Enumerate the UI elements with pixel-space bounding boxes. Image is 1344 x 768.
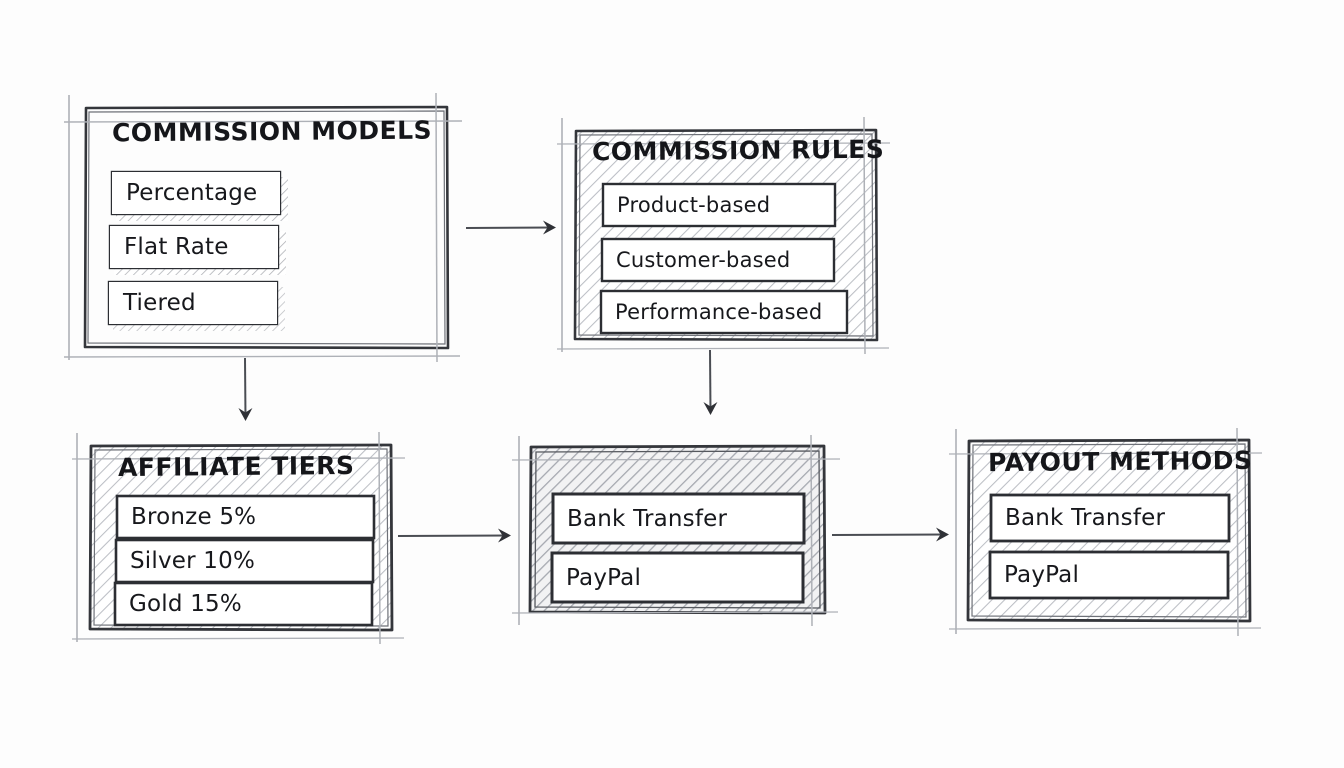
list-item-label: Product-based [617, 193, 771, 217]
list-item-label: Silver 10% [130, 548, 256, 574]
list-item-label: Tiered [123, 290, 196, 316]
list-item-label: PayPal [1004, 562, 1080, 588]
connector-models-to-tiers [238, 357, 253, 421]
list-item-label: Bronze 5% [131, 504, 257, 530]
list-item-label: Percentage [126, 180, 258, 206]
connector-models-to-rules [465, 220, 556, 235]
node-title-payout-methods: PAYOUT METHODS [987, 445, 1253, 478]
node-title-affiliate-tiers: AFFILIATE TIERS [117, 450, 355, 483]
list-item-silver[interactable]: Silver 10% [116, 540, 373, 582]
list-item-label: Gold 15% [129, 591, 242, 617]
list-item-label: Bank Transfer [1005, 505, 1166, 531]
list-item-customer-based[interactable]: Customer-based [602, 239, 834, 281]
list-item-percentage[interactable]: Percentage [112, 172, 280, 214]
list-item-product-based[interactable]: Product-based [603, 184, 835, 226]
list-item-label: Performance-based [615, 300, 823, 324]
list-item-bank-transfer-method[interactable]: Bank Transfer [991, 495, 1229, 541]
list-item-label: Bank Transfer [567, 505, 728, 532]
connector-tiers-to-processing [397, 528, 511, 543]
list-item-tiered[interactable]: Tiered [109, 282, 277, 324]
list-item-paypal-processing[interactable]: PayPal [552, 553, 803, 602]
list-item-gold[interactable]: Gold 15% [115, 583, 372, 625]
list-item-performance-based[interactable]: Performance-based [601, 291, 847, 333]
connector-rules-to-processing [703, 349, 718, 415]
list-item-bronze[interactable]: Bronze 5% [117, 496, 374, 538]
list-item-flat-rate[interactable]: Flat Rate [110, 226, 278, 268]
connector-processing-to-methods [831, 527, 949, 542]
list-item-label: Flat Rate [124, 234, 229, 260]
node-title-commission-rules: COMMISSION RULES [591, 134, 885, 167]
list-item-label: Customer-based [616, 248, 791, 272]
node-title-commission-models: COMMISSION MODELS [111, 115, 433, 148]
list-item-bank-transfer-processing[interactable]: Bank Transfer [553, 494, 804, 543]
list-item-paypal-method[interactable]: PayPal [990, 552, 1228, 598]
list-item-label: PayPal [566, 564, 642, 591]
